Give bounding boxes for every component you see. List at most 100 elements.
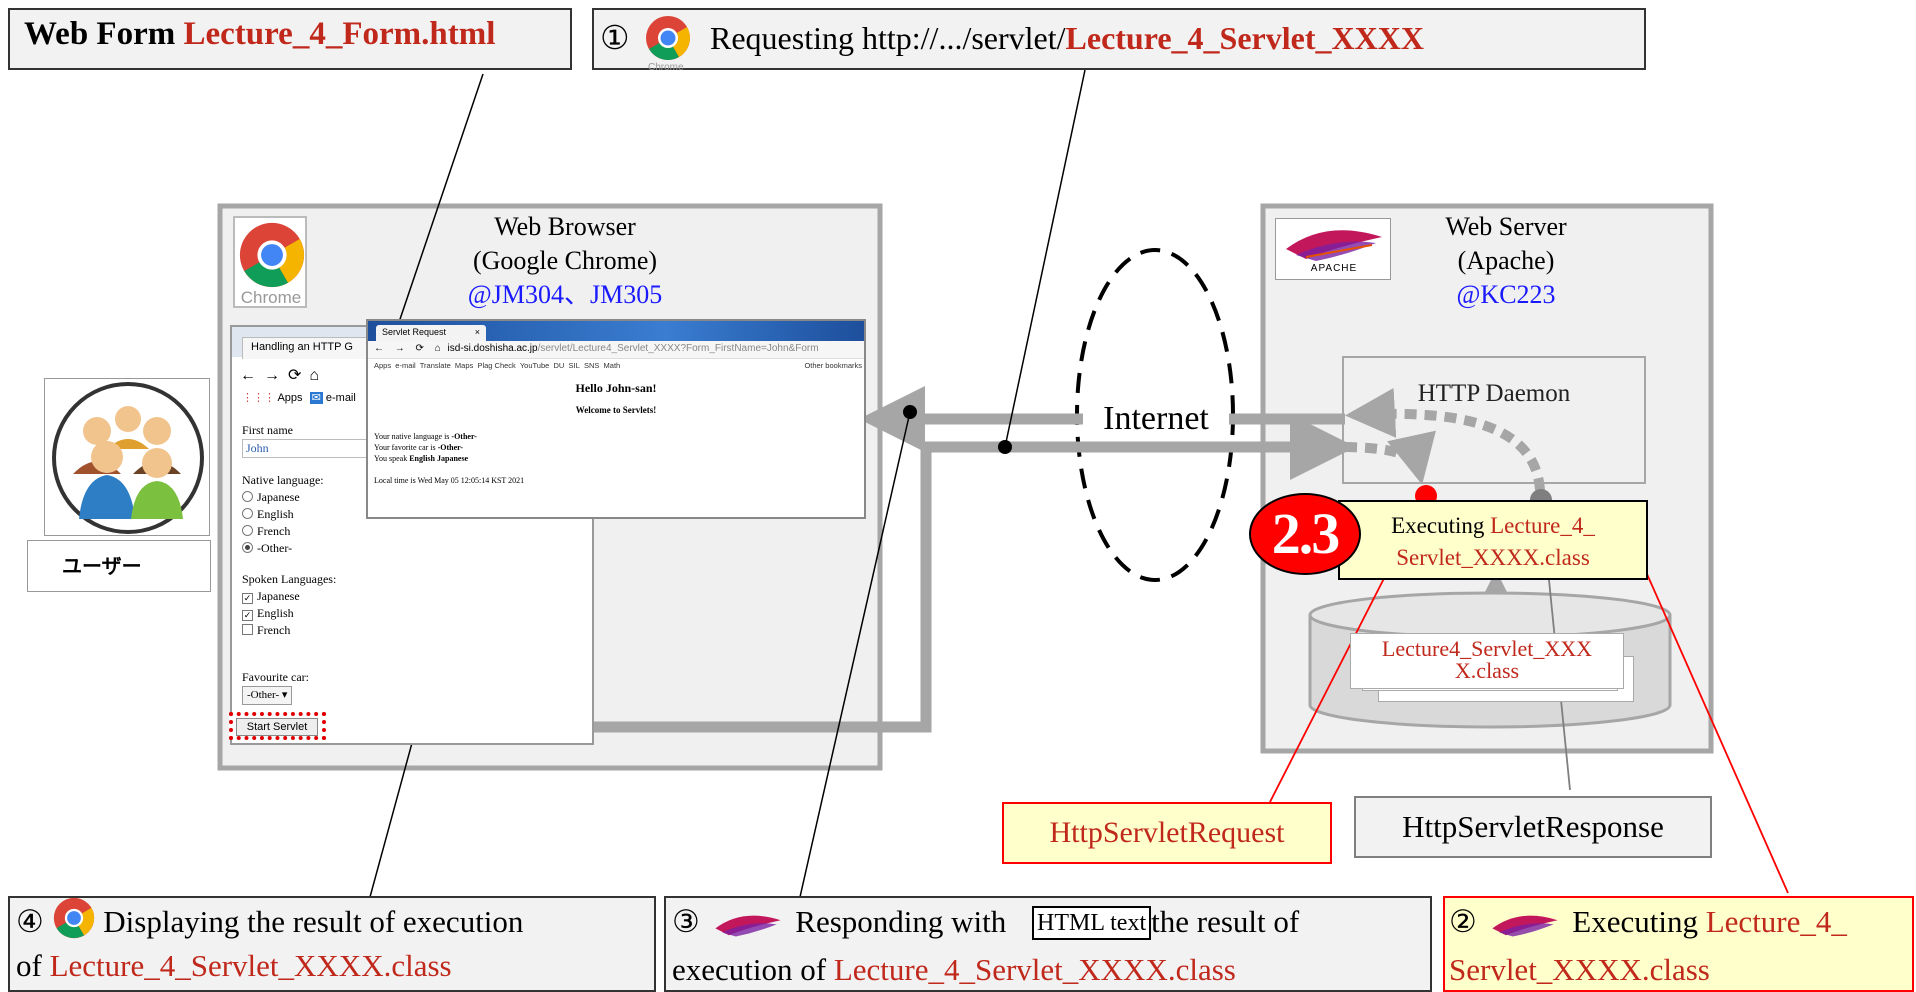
- web-form-file: Lecture_4_Form.html: [183, 16, 496, 52]
- apache-icon-step3: [708, 908, 788, 948]
- form-bookmarks: ⋮⋮⋮ Apps ✉ e-mail: [242, 392, 356, 404]
- executing-line2: Servlet_XXXX.class: [1396, 545, 1590, 570]
- result-welcome: Welcome to Servlets!: [575, 405, 657, 415]
- server-title-line1: Web Server: [1445, 212, 1567, 241]
- http-daemon-label: HTTP Daemon: [1417, 380, 1571, 407]
- spoken-option-french[interactable]: French: [242, 622, 582, 639]
- rb-math[interactable]: Math: [603, 361, 621, 370]
- step-badge-text: 2.3: [1271, 501, 1341, 566]
- server-title: Web Server (Apache) @KC223: [1396, 210, 1616, 312]
- step4-line1: ④ Displaying the result of execution: [16, 897, 648, 944]
- form-bookmark-apps[interactable]: Apps: [277, 392, 303, 404]
- native-option-other[interactable]: -Other-: [242, 540, 582, 557]
- executing-line1: Executing Lecture_4_: [1391, 513, 1595, 538]
- result-line-car: Your favorite car is -Other-: [374, 443, 464, 452]
- user-label: ユーザー: [62, 554, 142, 578]
- browser-title: Web Browser (Google Chrome) @JM304、JM305: [420, 210, 710, 312]
- server-location: @KC223: [1456, 280, 1556, 309]
- car-select[interactable]: -Other- ▾: [242, 686, 293, 705]
- rb-sil[interactable]: SIL: [568, 361, 580, 370]
- apache-logo: APACHE: [1275, 218, 1391, 280]
- rb-translate[interactable]: Translate: [419, 361, 451, 370]
- result-line-speak: You speak English Japanese: [374, 454, 469, 463]
- native-option-japanese[interactable]: Japanese: [242, 489, 582, 506]
- browser-location: @JM304、JM305: [467, 280, 663, 309]
- result-tab[interactable]: Servlet Request ×: [376, 325, 486, 341]
- chrome-icon-step4: [52, 897, 96, 940]
- step1-box: ① Chrome Requesting http://.../servlet/L…: [592, 8, 1646, 73]
- spoken-languages-label: Spoken Languages:: [242, 572, 337, 586]
- step3-line2: execution of Lecture_4_Servlet_XXXX.clas…: [672, 952, 1236, 987]
- step4-box: ④ Displaying the result of execution of …: [8, 896, 656, 992]
- step4-line2: of Lecture_4_Servlet_XXXX.class: [16, 948, 452, 983]
- rb-email[interactable]: e-mail: [395, 361, 416, 370]
- request-arrow: [332, 414, 1356, 733]
- html-text-badge: HTML text: [1032, 906, 1152, 940]
- rb-youtube[interactable]: YouTube: [519, 361, 550, 370]
- result-line-native: Your native language is -Other-: [374, 432, 477, 441]
- nav-icons[interactable]: ←→⟳⌂: [240, 367, 328, 384]
- url-path: /servlet/Lecture4_Servlet_XXXX?Form_Firs…: [537, 343, 819, 354]
- step-badge: 2.3: [1248, 492, 1362, 576]
- executing-box: Executing Lecture_4_ Servlet_XXXX.class: [1338, 500, 1648, 580]
- browser-title-line1: Web Browser: [494, 212, 636, 241]
- spoken-option-japanese[interactable]: ✓Japanese: [242, 589, 300, 604]
- chrome-logo: Chrome: [233, 216, 307, 308]
- result-lines: Your native language is -Other- Your fav…: [374, 431, 524, 486]
- apache-logo-text: APACHE: [1310, 263, 1358, 274]
- result-heading: Hello John-san!: [575, 381, 657, 395]
- first-name-label: First name: [242, 423, 293, 437]
- servlet-to-daemon-arrow: [1345, 387, 1545, 491]
- form-tab[interactable]: Handling an HTTP G: [242, 337, 392, 359]
- rb-sns[interactable]: SNS: [583, 361, 600, 370]
- rb-plag[interactable]: Plag Check: [477, 361, 516, 370]
- rb-other[interactable]: Other bookmarks: [804, 361, 862, 370]
- form-tab-label: Handling an HTTP G: [251, 341, 353, 353]
- step1-number: ①: [600, 18, 630, 57]
- callout-line-execute: [1623, 521, 1789, 894]
- result-window-titlebar: [368, 321, 864, 341]
- step1-text: Requesting http://.../servlet/Lecture_4_…: [710, 20, 1424, 56]
- native-option-english[interactable]: English: [242, 506, 582, 523]
- step2-line2: Servlet_XXXX.class: [1449, 952, 1710, 987]
- class-file-page: Lecture4_Servlet_XXX X.class: [1350, 633, 1624, 689]
- internet-label: Internet: [1083, 398, 1229, 440]
- server-title-line2: (Apache): [1457, 246, 1555, 275]
- chrome-icon: [644, 14, 692, 62]
- result-tab-label: Servlet Request: [382, 327, 447, 337]
- step2-line1: ② Executing Lecture_4_: [1449, 900, 1908, 948]
- spoken-option-english[interactable]: ✓English: [242, 606, 294, 621]
- chrome-label-small: Chrome: [648, 62, 684, 73]
- apache-icon-step2: [1485, 908, 1565, 948]
- native-language-label: Native language:: [242, 473, 324, 487]
- http-servlet-response-label: HttpServletResponse: [1354, 796, 1712, 858]
- step2-box: ② Executing Lecture_4_ Servlet_XXXX.clas…: [1443, 896, 1914, 992]
- result-window: Servlet Request × ← → ⟳ ⌂ isd-si.doshish…: [366, 319, 866, 519]
- favourite-car-label: Favourite car:: [242, 670, 309, 684]
- browser-title-line2: (Google Chrome): [472, 246, 658, 275]
- user-label-box: ユーザー: [27, 540, 211, 592]
- form-body: First name John Native language: Japanes…: [242, 422, 582, 705]
- http-daemon-box: HTTP Daemon: [1342, 356, 1646, 484]
- user-avatar-frame: [44, 378, 210, 536]
- users-icon: [52, 382, 204, 534]
- rb-apps[interactable]: Apps: [374, 361, 392, 370]
- result-bookmarks: Apps e-mail Translate Maps Plag Check Yo…: [374, 361, 862, 370]
- chrome-logo-label: Chrome: [240, 288, 302, 307]
- start-servlet-highlight: Start Servlet: [229, 712, 326, 740]
- rb-du[interactable]: DU: [553, 361, 565, 370]
- form-bookmark-email[interactable]: e-mail: [325, 392, 356, 404]
- class-file-line1: Lecture4_Servlet_XXX: [1381, 636, 1593, 661]
- http-servlet-request-label: HttpServletRequest: [1002, 802, 1332, 864]
- callout-line-request: [1004, 69, 1086, 448]
- start-servlet-button[interactable]: Start Servlet: [236, 718, 318, 736]
- apache-feather-icon: [1286, 230, 1382, 261]
- web-form-box: Web Form Lecture_4_Form.html: [8, 8, 572, 70]
- callout-line-respond: [799, 411, 911, 898]
- result-line-time: Local time is Wed May 05 12:05:14 KST 20…: [374, 476, 525, 485]
- native-option-french[interactable]: French: [242, 523, 582, 540]
- rb-maps[interactable]: Maps: [454, 361, 474, 370]
- address-bar[interactable]: ← → ⟳ ⌂ isd-si.doshisha.ac.jp/servlet/Le…: [368, 341, 864, 359]
